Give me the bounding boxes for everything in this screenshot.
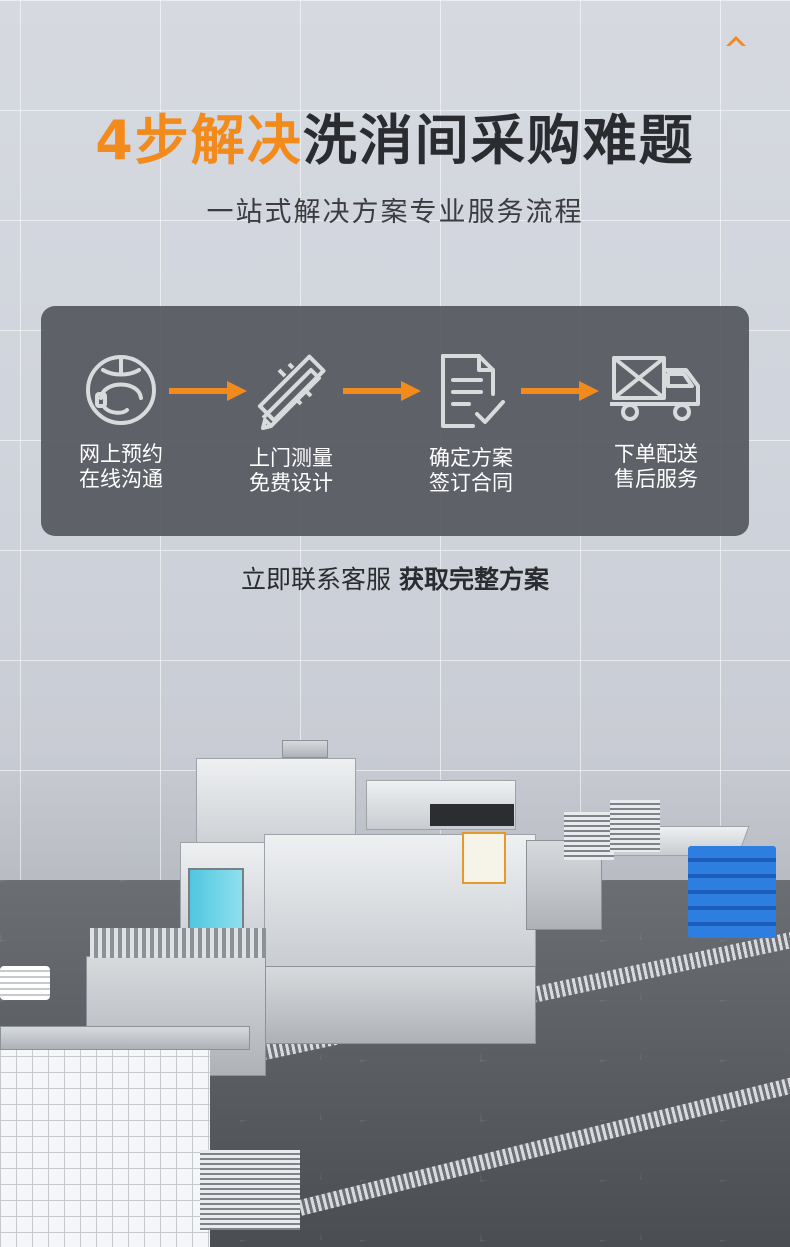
contact-cta[interactable]: 立即联系客服 获取完整方案: [0, 560, 790, 596]
step-line1: 确定方案: [429, 446, 513, 470]
step-line2: 免费设计: [249, 471, 333, 495]
consult-headset-icon: [86, 355, 156, 425]
step-line1: 上门测量: [249, 446, 333, 470]
chevron-up-icon[interactable]: [726, 34, 746, 46]
step-line2: 售后服务: [614, 467, 698, 491]
page-title: 4步解决洗消间采购难题: [0, 96, 790, 175]
step-line2: 签订合同: [429, 471, 513, 495]
step-delivery: 下单配送 售后服务: [581, 350, 731, 492]
step-contract: 确定方案 签订合同: [396, 350, 546, 496]
step-line1: 下单配送: [614, 442, 698, 466]
arrow-right-icon: [343, 381, 421, 401]
cta-bold-text: 获取完整方案: [398, 565, 549, 594]
arrow-right-icon: [169, 381, 247, 401]
arrow-right-icon: [521, 381, 599, 401]
contract-check-icon: [441, 354, 505, 428]
cta-text: 立即联系客服: [241, 565, 392, 594]
step-line1: 网上预约: [79, 442, 163, 466]
step-measure: 上门测量 免费设计: [216, 350, 366, 496]
page-subtitle: 一站式解决方案专业服务流程: [206, 197, 584, 228]
title-highlight: 4步解决: [95, 109, 303, 172]
ruler-pencil-icon: [257, 354, 326, 430]
step-consult: 网上预约 在线沟通: [46, 350, 196, 492]
delivery-truck-icon: [610, 356, 700, 421]
step-line2: 在线沟通: [79, 467, 163, 491]
service-process-panel: 网上预约 在线沟通 上门测量 免费设计: [41, 306, 749, 536]
title-rest: 洗消间采购难题: [302, 109, 695, 172]
